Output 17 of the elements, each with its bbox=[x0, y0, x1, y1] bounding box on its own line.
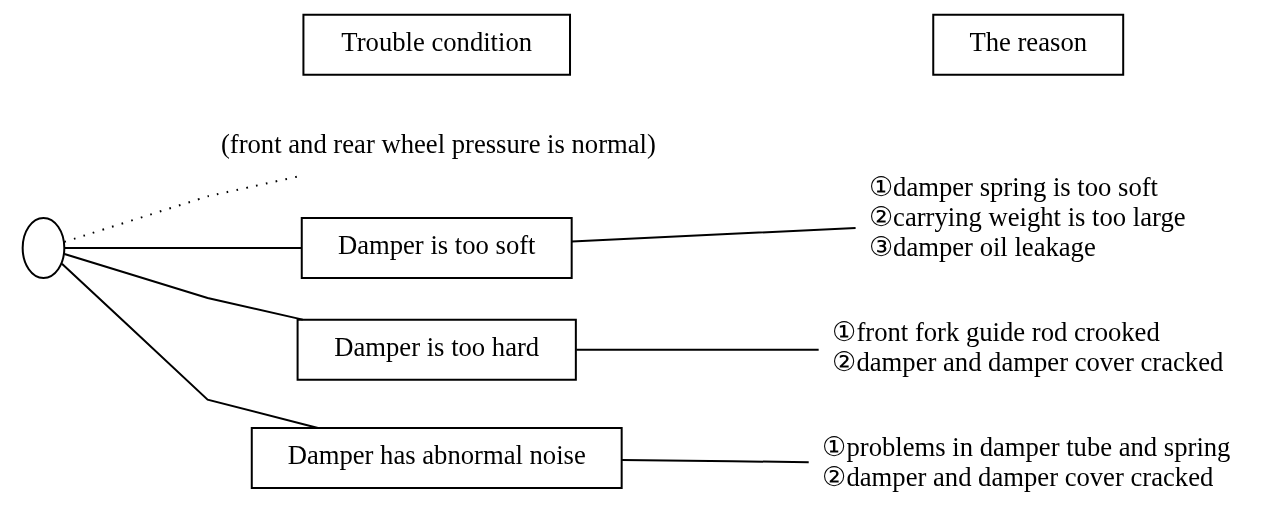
node-box: Damper has abnormal noise bbox=[250, 426, 623, 489]
connector bbox=[570, 226, 857, 243]
connector bbox=[62, 175, 299, 243]
connector bbox=[574, 348, 820, 351]
connector bbox=[62, 252, 304, 321]
node-box: Trouble condition bbox=[301, 13, 571, 76]
node-box: Damper is too soft bbox=[300, 217, 573, 279]
node-text: ①problems in damper tube and spring ②damper and damper cover cracked bbox=[821, 431, 1230, 492]
connector bbox=[60, 262, 319, 429]
connector bbox=[63, 247, 302, 249]
node-text: ①front fork guide rod crooked ②damper and damper cover cracked bbox=[831, 316, 1223, 377]
node-box: Damper is too hard bbox=[296, 318, 577, 381]
node-oval bbox=[21, 217, 65, 279]
node-text: (front and rear wheel pressure is normal) bbox=[220, 128, 656, 159]
node-text: ①damper spring is too soft ②carrying weight is too large ③damper oil leakage bbox=[868, 172, 1186, 262]
connector bbox=[620, 459, 810, 464]
node-box: The reason bbox=[931, 13, 1124, 76]
